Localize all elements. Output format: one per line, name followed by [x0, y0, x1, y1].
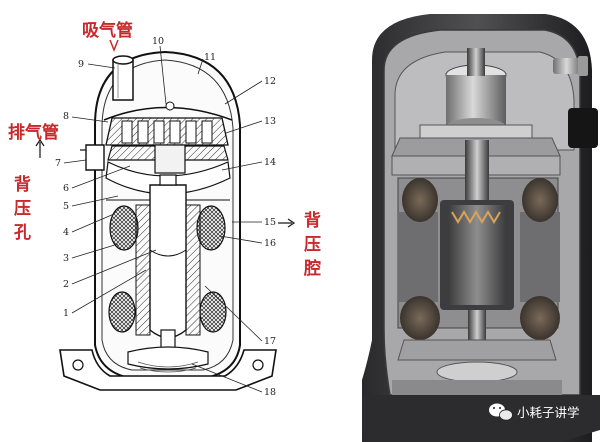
- callout-13: 13: [264, 116, 276, 127]
- callout-12: 12: [264, 76, 276, 87]
- stator-drawing: [106, 199, 230, 336]
- callout-8: 8: [63, 111, 69, 122]
- fixed-scroll-drawing: [105, 101, 229, 146]
- discharge-pipe-drawing: [80, 144, 105, 171]
- callout-10: 10: [152, 36, 164, 47]
- oil-sump-drawing: [127, 346, 209, 373]
- rotor-drawing: [149, 174, 187, 351]
- suction-fitting-photo: [553, 56, 588, 76]
- callout-4: 4: [63, 227, 69, 238]
- wechat-icon: [489, 403, 513, 421]
- discharge-arrow-icon: [35, 138, 45, 158]
- callout-16: 16: [264, 238, 276, 249]
- annotations: 吸气管 排气管 背 压 孔 背 压 腔: [8, 20, 321, 279]
- leader-lines: [63, 45, 263, 393]
- callout-14: 14: [264, 157, 276, 168]
- callout-numbers: 9 10 11 12 8 13 7 14 6 5 4 15 16 3 2 1 1…: [55, 36, 276, 398]
- discharge-pipe-label: 排气管: [8, 122, 59, 143]
- callout-11: 11: [204, 52, 216, 63]
- back-pressure-chamber-arrow-icon: [278, 218, 296, 228]
- cutaway-photo: [340, 0, 611, 442]
- rotor-photo: [440, 140, 514, 360]
- suction-pipe-label: 吸气管: [82, 20, 133, 41]
- callout-1: 1: [63, 308, 69, 319]
- watermark: 小耗子讲学: [489, 403, 580, 421]
- lower-bearing-photo: [392, 339, 562, 395]
- svg-text:腔: 腔: [303, 258, 321, 279]
- svg-text:背: 背: [14, 174, 31, 195]
- base-flange-drawing: [59, 349, 277, 391]
- terminal-box-photo: [568, 108, 598, 148]
- svg-text:压: 压: [304, 235, 321, 255]
- callout-15: 15: [264, 217, 276, 228]
- svg-text:压: 压: [14, 199, 31, 219]
- suction-pipe-drawing: [112, 55, 134, 101]
- callout-6: 6: [63, 183, 69, 194]
- cutaway-line-drawing: 9 10 11 12 8 13 7 14 6 5 4 15 16 3 2 1 1…: [8, 20, 321, 398]
- callout-9: 9: [78, 59, 84, 70]
- watermark-text: 小耗子讲学: [517, 405, 580, 420]
- back-pressure-hole-label: 背 压 孔: [14, 174, 31, 243]
- back-pressure-chamber-label: 背 压 腔: [303, 210, 321, 279]
- callout-5: 5: [63, 201, 69, 212]
- callout-2: 2: [63, 279, 69, 290]
- callout-18: 18: [264, 387, 276, 398]
- svg-text:孔: 孔: [14, 223, 31, 243]
- callout-7: 7: [55, 158, 61, 169]
- callout-3: 3: [63, 253, 69, 264]
- svg-text:背: 背: [304, 210, 321, 231]
- suction-arrow-icon: [109, 39, 119, 53]
- callout-17: 17: [264, 336, 276, 347]
